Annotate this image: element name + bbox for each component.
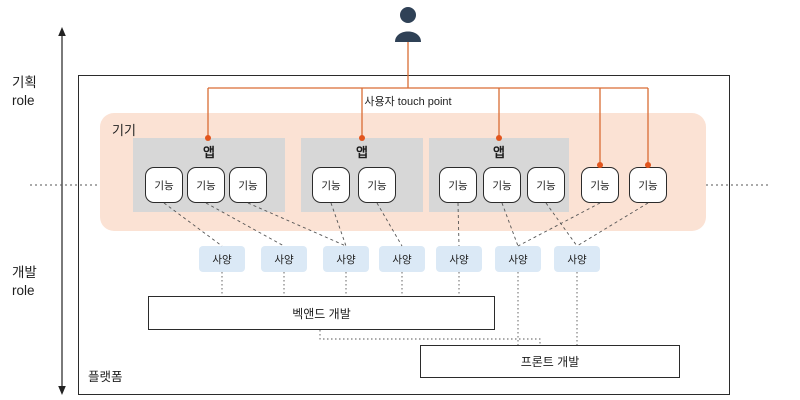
backend-dev-box: 벡앤드 개발 bbox=[148, 296, 495, 330]
frontend-dev-box: 프론트 개발 bbox=[420, 345, 680, 378]
function-box-standalone: 기능 bbox=[581, 167, 619, 203]
function-box: 기능 bbox=[358, 167, 396, 203]
spec-box: 사양 bbox=[379, 246, 425, 272]
function-box: 기능 bbox=[229, 167, 267, 203]
app-3-label: 앱 bbox=[493, 145, 505, 160]
function-box: 기능 bbox=[187, 167, 225, 203]
function-box: 기능 bbox=[439, 167, 477, 203]
function-box: 기능 bbox=[527, 167, 565, 203]
spec-box: 사양 bbox=[261, 246, 307, 272]
user-icon bbox=[392, 6, 424, 42]
platform-label: 플랫폼 bbox=[88, 370, 123, 384]
function-box: 기능 bbox=[312, 167, 350, 203]
app-1-label: 앱 bbox=[203, 145, 215, 160]
spec-box: 사양 bbox=[199, 246, 245, 272]
role-axis-arrow bbox=[58, 27, 66, 395]
planning-role-label: 기획 role bbox=[12, 74, 58, 110]
dev-role-label: 개발 role bbox=[12, 264, 58, 300]
function-box: 기능 bbox=[483, 167, 521, 203]
spec-box: 사양 bbox=[495, 246, 541, 272]
dev-role-line1: 개발 bbox=[12, 265, 37, 280]
device-label: 기기 bbox=[112, 123, 136, 138]
function-box-standalone: 기능 bbox=[629, 167, 667, 203]
dev-role-line2: role bbox=[12, 283, 35, 299]
function-box: 기능 bbox=[145, 167, 183, 203]
planning-role-line2: role bbox=[12, 93, 35, 109]
spec-box: 사양 bbox=[554, 246, 600, 272]
app-2-label: 앱 bbox=[356, 145, 368, 160]
planning-role-line1: 기획 bbox=[12, 75, 37, 90]
touch-point-label: 사용자 touch point bbox=[364, 96, 452, 108]
spec-box: 사양 bbox=[436, 246, 482, 272]
spec-box: 사양 bbox=[323, 246, 369, 272]
